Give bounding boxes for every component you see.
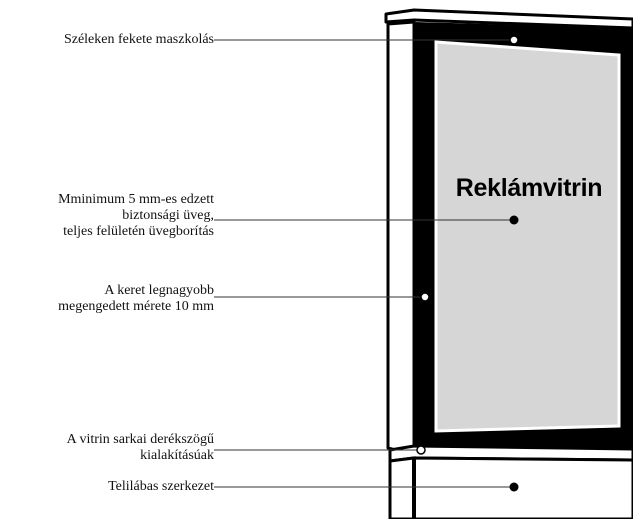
annotation-line: Telilábas szerkezet	[108, 479, 214, 494]
base-side	[388, 456, 416, 519]
annotation-line: teljes felületén üvegborítás	[63, 224, 214, 239]
annotation-masking: Széleken fekete maszkolás	[64, 32, 214, 48]
annotation-line: megengedett mérete 10 mm	[58, 299, 214, 314]
leader-dot-frame	[420, 292, 430, 302]
leader-dot-masking	[509, 35, 519, 45]
annotation-glass: Mminimum 5 mm-es edzett biztonsági üveg,…	[58, 192, 214, 240]
side-edge	[386, 20, 416, 457]
annotation-line: Mminimum 5 mm-es edzett	[58, 192, 214, 207]
annotation-line: A vitrin sarkai derékszögű	[66, 432, 214, 447]
annotation-frame: A keret legnagyobb megengedett mérete 10…	[58, 283, 214, 315]
annotation-line: Széleken fekete maszkolás	[63, 32, 214, 47]
leader-dot-corners	[416, 445, 426, 455]
base-front	[412, 456, 633, 519]
grey-display-panel	[434, 40, 621, 433]
product-title: Reklámvitrin	[455, 174, 603, 202]
annotation-line: biztonsági üveg,	[122, 208, 214, 223]
annotation-corners: A vitrin sarkai derékszögű kialakításúak	[67, 432, 214, 464]
leader-dot-base	[509, 482, 519, 492]
annotation-line: A keret legnagyobb	[104, 283, 214, 298]
top-cap	[384, 8, 633, 30]
leader-dot-glass	[509, 215, 519, 225]
annotation-line: kialakításúak	[140, 448, 214, 463]
annotation-base: Telilábas szerkezet	[108, 479, 214, 495]
